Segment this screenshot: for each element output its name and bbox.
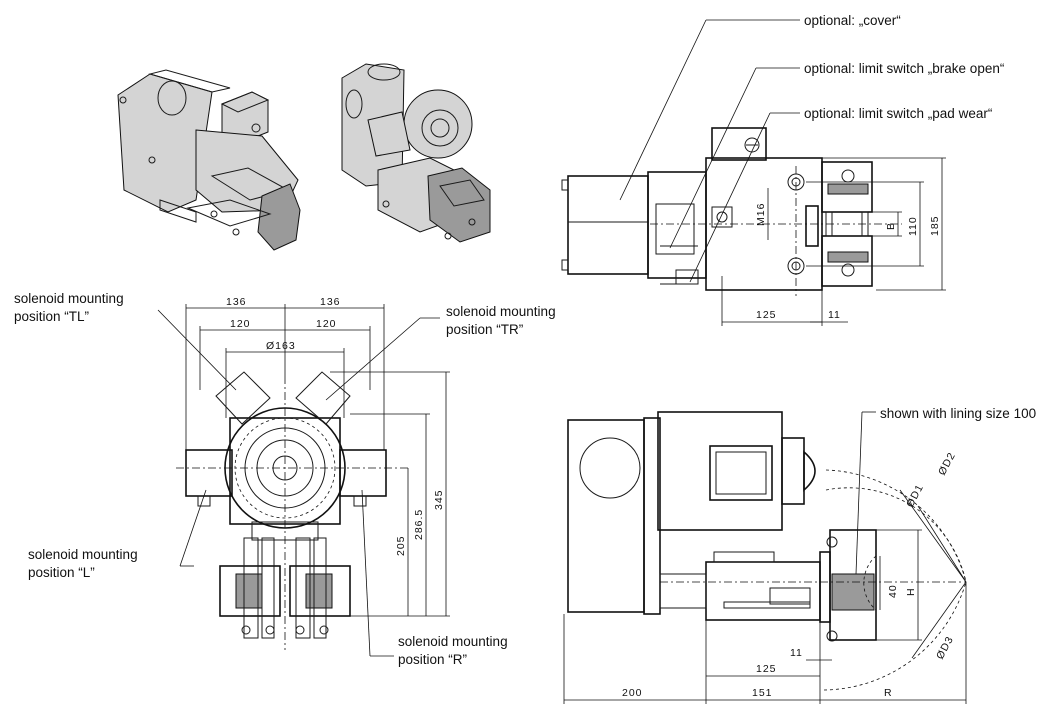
dim-side-d1: ØD1 — [904, 482, 926, 509]
front-solenoid-TL — [215, 371, 271, 425]
dim-top-11: 11 — [828, 309, 841, 321]
callout-cover: optional: „cover“ — [804, 13, 901, 28]
iso-terminal-box-2 — [367, 111, 411, 157]
side-view — [563, 411, 967, 704]
dim-side-151: 151 — [752, 687, 773, 699]
dim-side-125: 125 — [756, 663, 777, 675]
dim-side-d3: ØD3 — [934, 634, 956, 661]
isometric-view-right — [341, 63, 491, 243]
isometric-view-left — [117, 69, 301, 251]
dim-side-r: R — [884, 687, 893, 699]
top-pad-lower — [821, 235, 873, 287]
dim-top-125: 125 — [756, 309, 777, 321]
dim-front-136-left: 136 — [226, 296, 247, 308]
top-pad-upper — [821, 161, 873, 213]
dim-front-345: 345 — [433, 489, 445, 510]
iso-cover-window — [157, 80, 187, 116]
dim-side-d2: ØD2 — [936, 450, 958, 477]
top-view — [561, 127, 946, 326]
dim-front-136-right: 136 — [320, 296, 341, 308]
dim-front-205: 205 — [395, 535, 407, 556]
side-body — [705, 561, 821, 621]
dim-top-b: B — [885, 222, 897, 230]
dim-side-40: 40 — [887, 584, 899, 598]
label-pos-r-line1: solenoid mounting — [398, 634, 508, 649]
label-pos-l-line1: solenoid mounting — [28, 547, 138, 562]
side-pad-holder — [829, 529, 877, 641]
iso-brake-caliper — [257, 183, 301, 251]
callout-limit-pad-wear: optional: limit switch „pad wear“ — [804, 106, 992, 121]
front-caliper-right — [289, 565, 351, 617]
front-view — [157, 304, 450, 657]
dim-front-286-5: 286.5 — [413, 509, 425, 540]
front-caliper-left — [219, 565, 281, 617]
top-solenoid — [567, 175, 649, 275]
dim-front-120-right: 120 — [316, 318, 337, 330]
dim-top-m16: M16 — [755, 203, 767, 226]
dim-top-185: 185 — [929, 215, 941, 236]
front-solenoid-R — [339, 449, 387, 497]
callout-limit-brake-open: optional: limit switch „brake open“ — [804, 61, 1004, 76]
label-pos-tl-line1: solenoid mounting — [14, 291, 124, 306]
iso-solenoid-coil — [403, 89, 473, 159]
dim-front-120-left: 120 — [230, 318, 251, 330]
dim-front-dia163: Ø163 — [266, 340, 296, 352]
side-terminal-box — [657, 411, 783, 531]
dim-side-200: 200 — [622, 687, 643, 699]
top-cover-bump — [711, 127, 767, 161]
label-pos-tr-line2: position “TR” — [446, 322, 523, 337]
callout-lining-size: shown with lining size 100 — [880, 406, 1036, 421]
dim-top-110: 110 — [907, 216, 919, 236]
dim-side-h: H — [905, 587, 917, 596]
label-pos-tl-line2: position “TL” — [14, 309, 89, 324]
label-pos-r-line2: position “R” — [398, 652, 467, 667]
dim-side-11: 11 — [790, 647, 803, 659]
front-solenoid-TR — [295, 371, 351, 425]
label-pos-tr-line1: solenoid mounting — [446, 304, 556, 319]
label-pos-l-line2: position “L” — [28, 565, 95, 580]
